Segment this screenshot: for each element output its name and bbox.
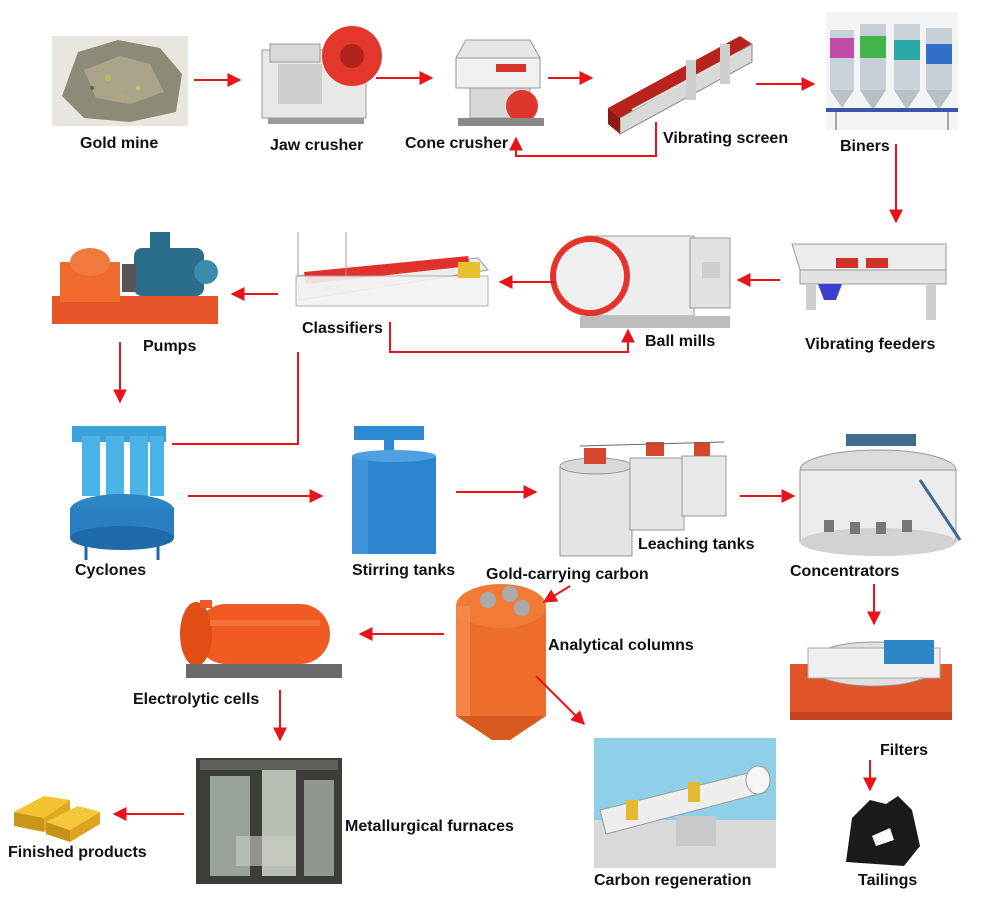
cone-crusher-image (455, 39, 544, 126)
arrow-cyclones-return-line (172, 352, 299, 445)
arrow-screen-return-to-cone (509, 122, 657, 157)
pump-image (52, 232, 218, 324)
label-leaching-tanks: Leaching tanks (638, 536, 755, 553)
label-electrolytic-cells: Electrolytic cells (133, 691, 260, 708)
gold-bars-image (14, 796, 100, 842)
label-analytical-columns: Analytical columns (548, 637, 694, 654)
label-gold-mine: Gold mine (80, 135, 159, 152)
gold-ore-rock-image (52, 36, 188, 126)
label-vibrating-feeders: Vibrating feeders (805, 336, 936, 353)
carbon-regeneration-kiln-image (594, 738, 776, 868)
concentrator-image (799, 434, 962, 556)
vibrating-screen-image (608, 36, 753, 135)
label-classifiers: Classifiers (302, 320, 383, 337)
vibrating-feeder-image (791, 243, 947, 320)
tailings-pile-image (846, 796, 920, 866)
arrow-columns-to-regeneration (535, 675, 585, 725)
ball-mill-image (550, 235, 731, 328)
label-gold-carrying-carbon: Gold-carrying carbon (486, 566, 649, 583)
label-tailings: Tailings (858, 872, 918, 889)
leaching-tanks-image (559, 441, 727, 557)
arrow-carbon-to-columns (542, 585, 571, 603)
silos-image (826, 12, 958, 130)
vacuum-filter-image (790, 640, 952, 720)
arrow-classifiers-return-to-mills (389, 322, 635, 353)
stirring-tank-image (352, 426, 436, 554)
label-cone-crusher: Cone crusher (405, 135, 509, 152)
metallurgical-furnace-image (196, 758, 342, 884)
analytical-column-image (456, 584, 546, 740)
jaw-crusher-image (261, 26, 382, 124)
label-filters: Filters (880, 742, 929, 759)
label-finished-products: Finished products (8, 844, 147, 861)
spiral-classifier-image (295, 232, 489, 307)
label-jaw-crusher: Jaw crusher (270, 137, 364, 154)
label-ball-mills: Ball mills (645, 333, 716, 350)
label-biners: Biners (840, 138, 890, 155)
electrolytic-cell-image (180, 600, 342, 678)
hydrocyclone-image (70, 426, 174, 560)
label-vibrating-screen: Vibrating screen (663, 130, 789, 147)
label-stirring-tanks: Stirring tanks (352, 562, 456, 579)
label-cyclones: Cyclones (75, 562, 147, 579)
label-carbon-regeneration: Carbon regeneration (594, 872, 752, 889)
label-concentrators: Concentrators (790, 563, 900, 580)
label-metallurgical-furnaces: Metallurgical furnaces (345, 818, 514, 835)
label-pumps: Pumps (143, 338, 197, 355)
